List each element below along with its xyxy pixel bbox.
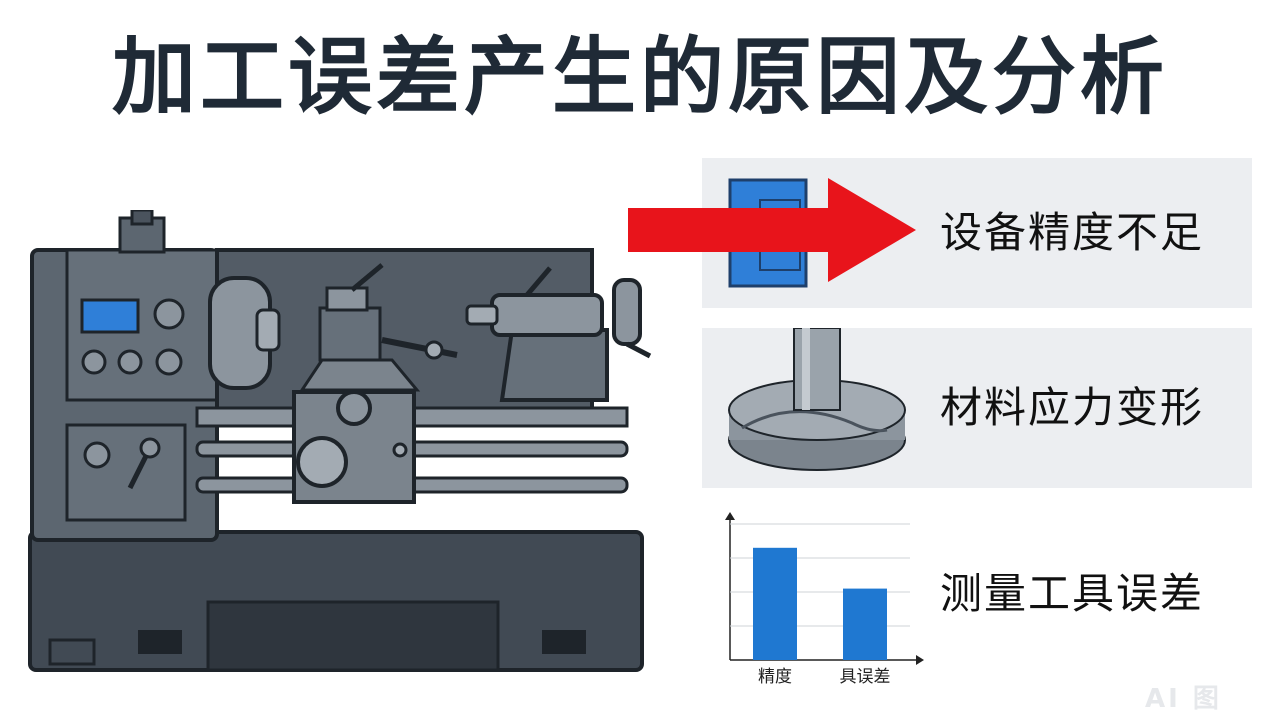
cause-card-material-stress: 材料应力变形	[702, 328, 1252, 488]
cause-label-material-stress: 材料应力变形	[940, 383, 1205, 432]
cause-label-measurement-tool: 测量工具误差	[940, 569, 1205, 618]
bar-0	[753, 547, 797, 660]
page-title: 加工误差产生的原因及分析	[111, 28, 1168, 126]
lathe-machine-illustration	[28, 210, 652, 672]
y-axis-arrow	[725, 512, 735, 520]
x-axis-arrow	[916, 655, 924, 665]
measurement-bar-chart: 精度 具误差	[725, 512, 924, 687]
cause-label-equipment-accuracy: 设备精度不足	[940, 208, 1205, 257]
red-arrow-icon	[628, 178, 916, 282]
x-tick-label-0: 精度	[758, 667, 792, 687]
bar-1	[843, 588, 887, 660]
deformed-workpiece-icon	[728, 328, 906, 471]
watermark-logo: AI 图	[1145, 684, 1222, 714]
x-tick-label-1: 具误差	[840, 667, 891, 687]
